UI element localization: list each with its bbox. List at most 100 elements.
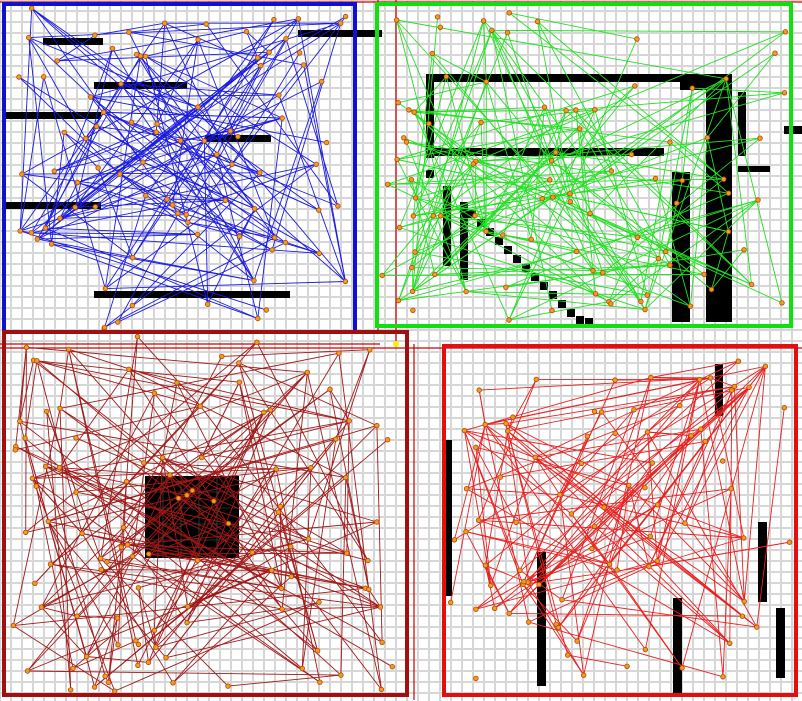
waypoint-node [194,557,201,564]
waypoint-node [396,224,403,231]
path-edge [387,178,724,185]
waypoint-node [227,128,234,134]
waypoint-node [135,641,142,648]
path-edge [100,474,171,559]
path-edge [278,94,346,282]
waypoint-node [323,139,330,146]
waypoint-node [159,455,166,461]
path-edge [491,30,553,311]
path-edge [201,420,350,459]
waypoint-node [222,197,229,204]
waypoint-node [10,622,16,629]
path-edge [491,30,646,310]
path-edge [650,360,739,378]
waypoint-node [301,62,307,68]
waypoint-node [95,165,101,171]
waypoint-node [288,573,294,580]
path-edge [509,612,743,617]
waypoint-node [23,529,29,536]
waypoint-node [184,492,190,498]
path-edge [591,377,652,549]
waypoint-node [203,21,209,27]
waypoint-node [642,485,648,491]
path-edge [466,291,648,296]
path-edge [148,420,350,663]
waypoint-node [342,278,349,285]
wall-segment [43,38,103,45]
wall-segment [298,30,382,37]
path-edge [408,109,604,274]
path-edge [68,349,137,642]
path-edge [131,172,261,306]
path-edge [528,566,650,623]
path-edge [37,154,217,240]
path-edge [18,76,275,238]
path-edge [81,533,174,684]
path-edge [15,347,27,447]
path-edge [453,424,486,540]
waypoint-node [189,487,196,494]
path-edge [25,341,258,533]
waypoint-node [42,463,49,470]
path-edge [101,569,272,571]
path-edge [178,497,229,524]
path-edge [204,117,283,142]
waypoint-node [725,190,732,196]
waypoint-node [276,92,282,98]
path-edge [415,92,785,199]
path-edge [31,232,198,235]
path-edge [238,382,282,589]
path-edge [164,22,261,67]
path-edge [45,227,198,235]
waypoint-node [134,333,141,340]
waypoint-node [497,474,504,480]
waypoint-node [755,197,761,203]
frame-red [442,344,798,697]
path-edge [644,78,727,310]
path-edge [186,608,283,624]
waypoint-node [426,120,432,127]
waypoint-node [647,533,654,540]
path-edge [571,513,610,565]
path-edge [338,353,382,690]
path-edge [551,160,712,290]
path-edge [475,31,786,162]
waypoint-node [204,301,211,307]
path-edge [490,457,536,586]
path-edge [15,446,253,553]
path-edge [45,466,393,668]
waypoint-node [394,17,400,23]
path-edge [412,53,433,217]
path-edge [474,161,477,216]
path-edge [329,389,370,590]
path-edge [431,53,642,302]
path-edge [86,475,171,657]
waypoint-node [28,230,35,236]
path-edge [589,78,727,214]
path-edge [120,356,223,548]
path-edge [475,154,632,162]
waypoint-node [702,438,708,445]
path-edge [335,349,371,440]
path-edge [657,88,693,259]
waypoint-node [87,94,94,100]
path-edge [681,366,766,669]
path-edge [156,39,199,125]
waypoint-node [725,228,732,235]
path-edge [13,625,115,692]
waypoint-node [574,638,580,644]
path-edge [112,48,158,125]
path-edge [649,379,701,537]
path-edge [59,467,383,643]
path-edge [434,85,636,275]
waypoint-node [249,549,255,556]
waypoint-node [674,200,680,206]
path-edge [32,467,311,479]
waypoint-node [533,376,539,383]
path-edge [148,552,347,555]
path-edge [76,491,229,524]
path-edge [238,362,378,427]
waypoint-node [73,435,79,441]
path-edge [95,94,280,208]
path-edge [85,22,166,139]
